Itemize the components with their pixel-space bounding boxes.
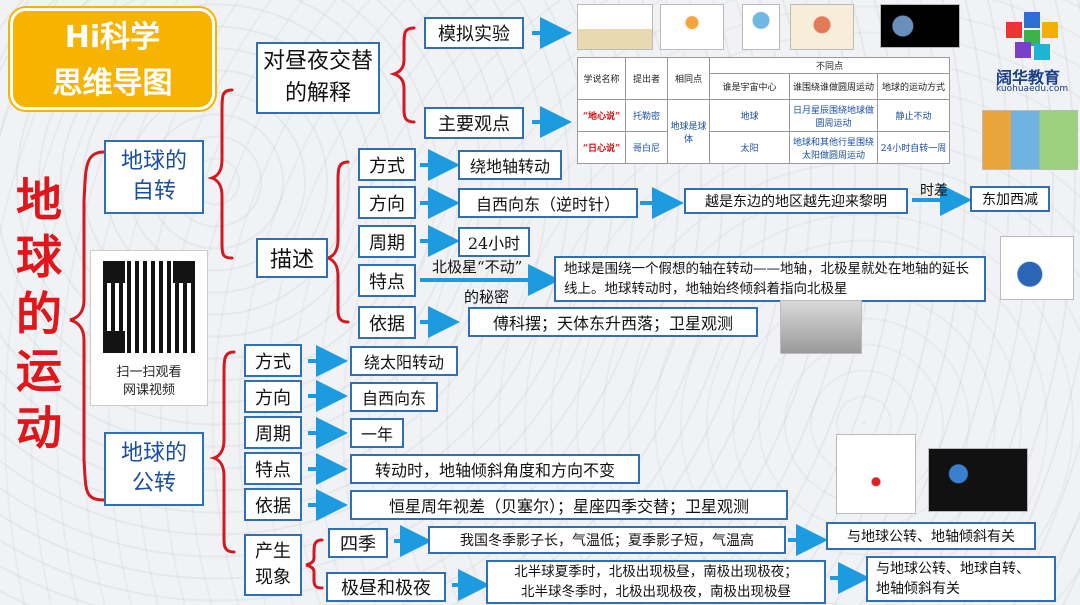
rev-basis-value: 恒星周年视差（贝塞尔）；星座四季交替；卫星观测 [350,490,788,520]
polar-line-2: 北半球冬季时，北极出现极夜，南极出现极昼 [521,584,791,600]
rot-way-label: 方式 [358,148,416,181]
geocentric-orbit: 日月星辰围绕地球做圆周运动 [789,99,878,132]
polar-day-night-label: 极昼和极夜 [326,572,446,602]
rev-direction-value: 自西向东 [350,382,438,412]
th-center: 谁是宇宙中心 [709,73,790,100]
rot-way-value: 绕地轴转动 [458,150,562,180]
th-orbit: 谁围绕谁做圆周运动 [789,73,878,100]
th-school: 学说名称 [577,57,626,100]
qr-label-1: 扫一扫观看 [116,365,182,380]
east-first-dawn: 越是东边的地区越先迎来黎明 [684,188,908,214]
badge-line1: Hi科学 [64,20,161,55]
east-add-west-subtract: 东加西减 [970,186,1050,212]
polar-reason-2: 地轴倾斜有关 [876,581,960,597]
geocentric-name: “地心说” [577,99,626,132]
qr-label-2: 网课视频 [122,383,175,398]
earth-night-photo [880,4,960,48]
rev-period-label: 周期 [244,416,302,449]
rot-direction-label: 方向 [358,186,416,219]
rev-feature-label: 特点 [244,452,302,485]
experiment-illustration-2 [660,4,724,50]
same-point: 地球是球体 [667,99,710,164]
heliocentric-who: 哥白尼 [625,131,668,164]
polar-line-1: 北半球夏季时，北极出现极昼，南极出现极夜； [514,564,798,580]
seasons-value: 我国冬季影子长，气温低；夏季影子短，气温高 [428,526,786,554]
seasons-reason: 与地球公转、地轴倾斜有关 [826,522,1036,550]
experiment-illustration-4 [790,4,854,50]
polaris-note-1: 北极星“不动” [432,258,523,276]
experiment-illustration-3 [742,4,780,50]
heliocentric-motion: 24小时自转一周 [876,131,951,164]
rev-period-value: 一年 [350,418,404,448]
th-proposer: 提出者 [625,57,668,100]
main-title: 地球的运动 [16,173,62,455]
rot-period-label: 周期 [358,225,416,258]
polaris-explanation: 地球是围绕一个假想的轴在转动——地轴，北极星就处在地轴的延长线上。地球转动时，地… [554,256,986,302]
day-night-explanation-node: 对昼夜交替的解释 [256,42,380,114]
earth-revolution-node: 地球的 公转 [104,432,204,506]
revolution-experiment-illustration [836,434,916,514]
th-motion: 地球的运动方式 [876,73,951,100]
rot-period-value: 24小时 [458,227,530,257]
polar-reason: 与地球公转、地球自转、 地轴倾斜有关 [866,556,1056,602]
main-views-node: 主要观点 [424,107,524,139]
logo-icon [1006,12,1062,64]
polaris-note-2: 的秘密 [464,288,510,306]
revolution-night-photo [928,448,1028,512]
rev-way-value: 绕太阳转动 [350,346,458,376]
rot-direction-value: 自西向东（逆时针） [458,188,638,218]
heliocentric-name: “日心说” [577,131,626,164]
polar-day-night-value: 北半球夏季时，北极出现极昼，南极出现极夜； 北半球冬季时，北极出现极夜，南极出现… [486,560,826,604]
phenomena-node: 产生现象 [244,534,302,596]
polar-reason-1: 与地球公转、地球自转、 [876,561,1030,577]
earth-rotation-node: 地球的 自转 [104,140,204,214]
geocentric-who: 托勒密 [625,99,668,132]
time-difference-note: 时差 [920,183,948,199]
foucault-pendulum-photo [780,300,862,354]
rot-basis-label: 依据 [358,306,416,339]
rev-basis-label: 依据 [244,488,302,521]
rev-feature-value: 转动时，地轴倾斜角度和方向不变 [350,454,640,484]
qr-card: 扫一扫观看 网课视频 [90,250,208,406]
logo-name: 阔华教育 [996,68,1061,87]
qr-code-image[interactable] [103,261,195,353]
title-badge: Hi科学 思维导图 [10,8,215,110]
rev-way-label: 方式 [244,344,302,377]
geocentric-motion: 静止不动 [876,99,951,132]
geocentric-center: 地球 [709,99,790,132]
description-node: 描述 [256,238,328,278]
theories-table: 学说名称 提出者 相同点 不同点 谁是宇宙中心 谁围绕谁做圆周运动 地球的运动方… [577,57,951,164]
seasons-label: 四季 [328,528,388,558]
th-diff: 不同点 [708,57,951,74]
rot-feature-label: 特点 [358,264,416,297]
experiment-illustration-1 [577,4,653,50]
logo-url: kuohuaedu.com [996,84,1069,94]
simulation-experiment-node: 模拟实验 [424,17,524,49]
rot-basis-value: 傅科摆；天体东升西落；卫星观测 [468,307,758,337]
rev-direction-label: 方向 [244,380,302,413]
th-same: 相同点 [667,57,710,100]
time-zone-map [982,110,1078,170]
polaris-diagram [1000,236,1074,300]
badge-line2: 思维导图 [52,66,173,101]
heliocentric-center: 太阳 [709,131,790,164]
heliocentric-orbit: 地球和其他行星围绕太阳做圆周运动 [789,131,878,164]
